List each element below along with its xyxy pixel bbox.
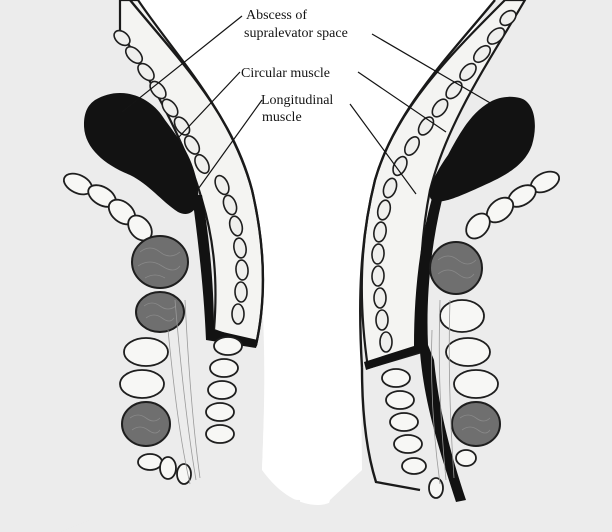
right-internal-sphincter xyxy=(381,368,444,499)
leader-lines xyxy=(121,15,493,195)
label-circular-muscle: Circular muscle xyxy=(241,66,330,81)
right-supralevator-abscess xyxy=(429,96,535,202)
perineal-skin xyxy=(60,470,612,532)
left-external-sphincter xyxy=(119,235,192,485)
leader-longitudinal-right xyxy=(349,103,417,195)
left-circular-muscle xyxy=(113,29,249,325)
right-anal-margin xyxy=(360,367,421,492)
label-longitudinal-line1: Longitudinal xyxy=(261,93,333,108)
left-longitudinal-band xyxy=(192,195,258,348)
right-external-sphincter xyxy=(429,241,501,467)
leader-longitudinal-left xyxy=(195,99,263,193)
label-longitudinal-line2: muscle xyxy=(262,110,302,125)
right-mucosal-edge xyxy=(359,0,496,369)
left-internal-sphincter xyxy=(205,336,243,444)
right-fibres xyxy=(431,299,455,485)
leader-circular-left xyxy=(177,71,241,139)
left-levator-ani xyxy=(62,172,153,242)
leader-abscess-left xyxy=(121,15,243,113)
right-circular-muscle xyxy=(371,9,517,353)
right-levator-ani xyxy=(465,170,561,240)
label-abscess-line2: supralevator space xyxy=(244,26,348,41)
right-longitudinal-band xyxy=(364,198,466,502)
left-mucosal-edge xyxy=(129,0,265,346)
label-abscess-line1: Abscess of xyxy=(246,8,307,23)
leader-circular-right xyxy=(357,71,447,133)
left-fibres xyxy=(167,299,201,485)
leader-abscess-right xyxy=(371,33,493,105)
left-supralevator-abscess xyxy=(84,92,199,214)
